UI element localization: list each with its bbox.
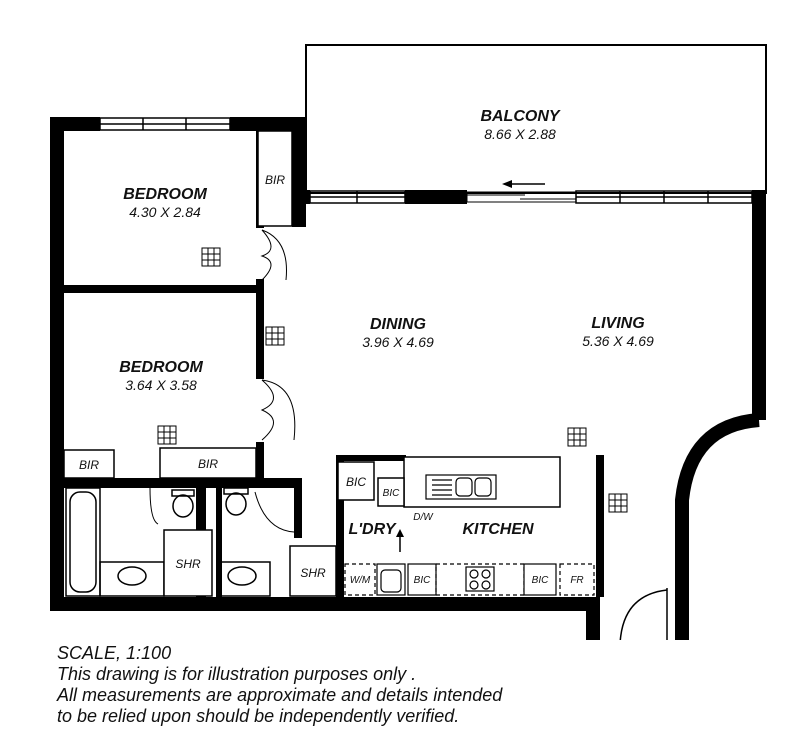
bic-k2-label: BIC [383,488,400,499]
door-bath[interactable] [149,487,159,525]
door-bedroom2[interactable] [260,379,296,441]
sliding-door [466,191,577,203]
dw-label: D/W [413,512,434,523]
bir-left-box [63,449,115,479]
vent-icon [608,493,628,513]
living-name: LIVING [591,315,644,332]
bic-k4-box [523,563,557,596]
scale-note: SCALE, 1:100 [57,643,172,663]
bir-mid-label: BIR [198,457,218,471]
bedroom1-dims: 4.30 X 2.84 [129,204,201,220]
bedroom2-name: BEDROOM [119,359,203,376]
cooktop [435,563,525,596]
curved-wall [675,413,760,640]
shower1-box [163,529,213,597]
bic-k2-box [377,477,405,507]
plan-notes: SCALE, 1:100 This drawing is for illustr… [57,643,502,727]
bedroom1-name: BEDROOM [123,186,207,203]
bir-top-label: BIR [265,173,285,187]
dining-dims: 3.96 X 4.69 [362,334,434,350]
fr-box [559,563,595,596]
bedroom2-dims: 3.64 X 3.58 [125,377,197,393]
fr-label: FR [570,575,583,586]
floor-plan: BIR BIR [50,44,767,640]
balcony-name: BALCONY [480,108,560,125]
slide-arrow [502,180,545,188]
bir-mid-box [159,447,257,479]
bic-k4-label: BIC [532,575,549,586]
disclaimer-line1: This drawing is for illustration purpose… [57,664,417,684]
door-entry[interactable] [619,588,668,640]
living-dims: 5.36 X 4.69 [582,333,654,349]
door-ensuite[interactable] [254,491,295,533]
kitchen-name: KITCHEN [462,521,534,538]
exterior-walls [50,117,766,640]
balcony-dims: 8.66 X 2.88 [484,126,556,142]
window-bath [50,511,64,585]
kitchen-sink [425,474,497,500]
bic-k1-label: BIC [346,475,366,489]
bathtub [65,487,101,597]
vent-icon [157,425,177,445]
window-bedroom2 [50,291,64,365]
vent-icon [265,326,285,346]
laundry-tub [376,563,406,596]
up-arrow [396,529,404,552]
disclaimer-line2: All measurements are approximate and det… [57,685,503,705]
disclaimer-line3: to be relied upon should be independentl… [57,706,460,726]
bir-left-label: BIR [79,458,99,472]
wm-label: W/M [350,575,371,586]
wm-box [344,563,376,596]
bic-k1-box [337,461,375,501]
bic-k3-label: BIC [414,575,431,586]
shower1-label: SHR [175,557,201,571]
window-bedroom1 [99,117,231,131]
dining-name: DINING [370,316,426,333]
toilet [171,487,249,518]
bic-k3-box [407,563,437,596]
vent-icon [201,247,221,267]
bir-top-box [257,130,293,227]
vent-icon [567,427,587,447]
door-bedroom1[interactable] [260,229,287,281]
shower2-box [289,545,337,597]
shower2-label: SHR [300,566,326,580]
laundry-name: L'DRY [348,521,396,538]
